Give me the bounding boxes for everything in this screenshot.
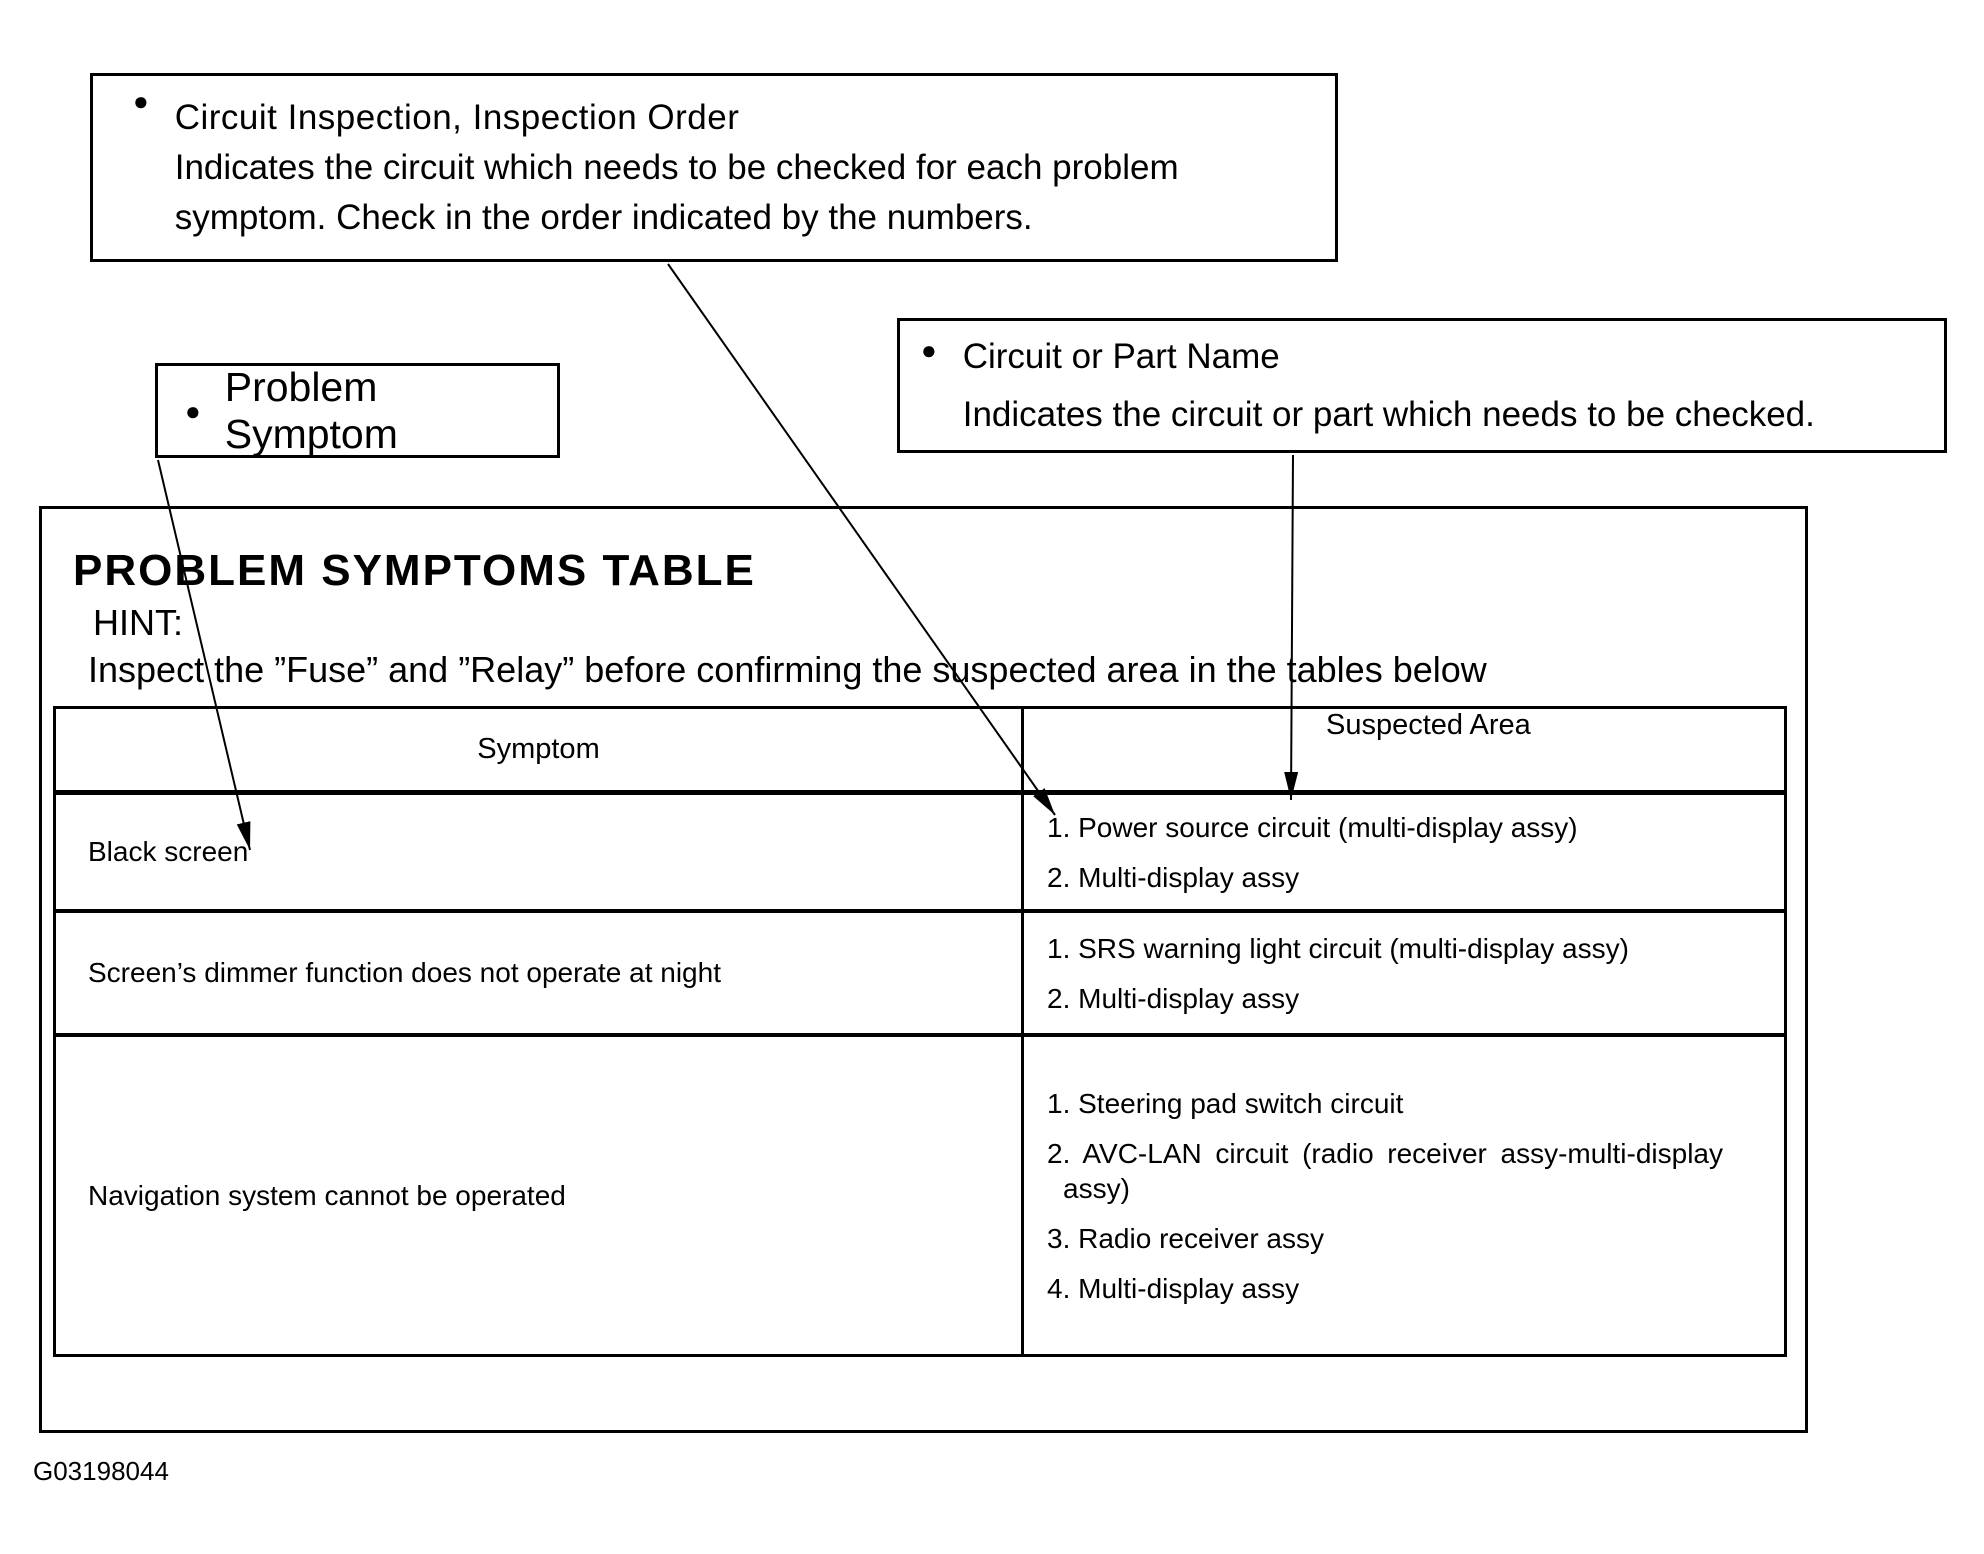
suspected-item: 4. Multi-display assy — [1047, 1272, 1300, 1304]
figure-code: G03198044 — [33, 1456, 169, 1486]
callout-circuit-inspection-line2: Indicates the circuit which needs to be … — [174, 147, 1179, 187]
column-header-suspected-area: Suspected Area — [1021, 709, 1784, 790]
page-title: PROBLEM SYMPTOMS TABLE — [73, 546, 756, 595]
suspected-area-cell: 1. Steering pad switch circuit 2. AVC-LA… — [1047, 1086, 1784, 1306]
table-row: Black screen 1. Power source circuit (mu… — [56, 795, 1784, 913]
callout-problem-symptom-label: Problem Symptom — [224, 363, 398, 457]
table-row: Navigation system cannot be operated 1. … — [56, 1037, 1784, 1354]
suspected-item: 1. Power source circuit (multi-display a… — [1047, 811, 1578, 843]
suspected-item: 1. SRS warning light circuit (multi-disp… — [1047, 932, 1629, 964]
suspected-item: 2. Multi-display assy — [1047, 861, 1300, 893]
suspected-area-cell: 1. SRS warning light circuit (multi-disp… — [1047, 931, 1784, 1016]
symptom-cell: Navigation system cannot be operated — [88, 1179, 566, 1211]
bullet-icon: ● — [185, 395, 201, 426]
callout-circuit-part-name: ● Circuit or Part Name Indicates the cir… — [897, 318, 1947, 453]
symptom-cell: Black screen — [88, 836, 249, 867]
suspected-area-cell: 1. Power source circuit (multi-display a… — [1047, 810, 1784, 895]
bullet-icon: ● — [133, 86, 149, 116]
suspected-item: 1. Steering pad switch circuit — [1047, 1087, 1404, 1119]
hint-label: HINT: — [93, 602, 183, 643]
suspected-item: 3. Radio receiver assy — [1047, 1222, 1325, 1254]
callout-circuit-part-title: Circuit or Part Name — [962, 336, 1280, 376]
column-header-symptom: Symptom — [477, 733, 600, 765]
problem-symptoms-table: Symptom Suspected Area Black screen 1. P… — [53, 706, 1787, 1357]
symptom-cell: Screen’s dimmer function does not operat… — [88, 957, 721, 988]
table-row: Screen’s dimmer function does not operat… — [56, 913, 1784, 1037]
callout-circuit-inspection: ● Circuit Inspection, Inspection Order I… — [90, 73, 1338, 262]
hint-text: Inspect the ”Fuse” and ”Relay” before co… — [88, 649, 1487, 690]
table-header-row: Symptom Suspected Area — [56, 709, 1784, 795]
suspected-item: 2. Multi-display assy — [1047, 982, 1300, 1014]
suspected-item: 2. AVC-LAN circuit (radio receiver assy-… — [1047, 1137, 1723, 1204]
callout-problem-symptom: ● Problem Symptom — [155, 363, 560, 458]
callout-circuit-inspection-line3: symptom. Check in the order indicated by… — [174, 197, 1033, 237]
bullet-icon: ● — [921, 335, 937, 365]
callout-circuit-part-line2: Indicates the circuit or part which need… — [962, 394, 1815, 434]
callout-circuit-inspection-title: Circuit Inspection, Inspection Order — [174, 97, 740, 137]
